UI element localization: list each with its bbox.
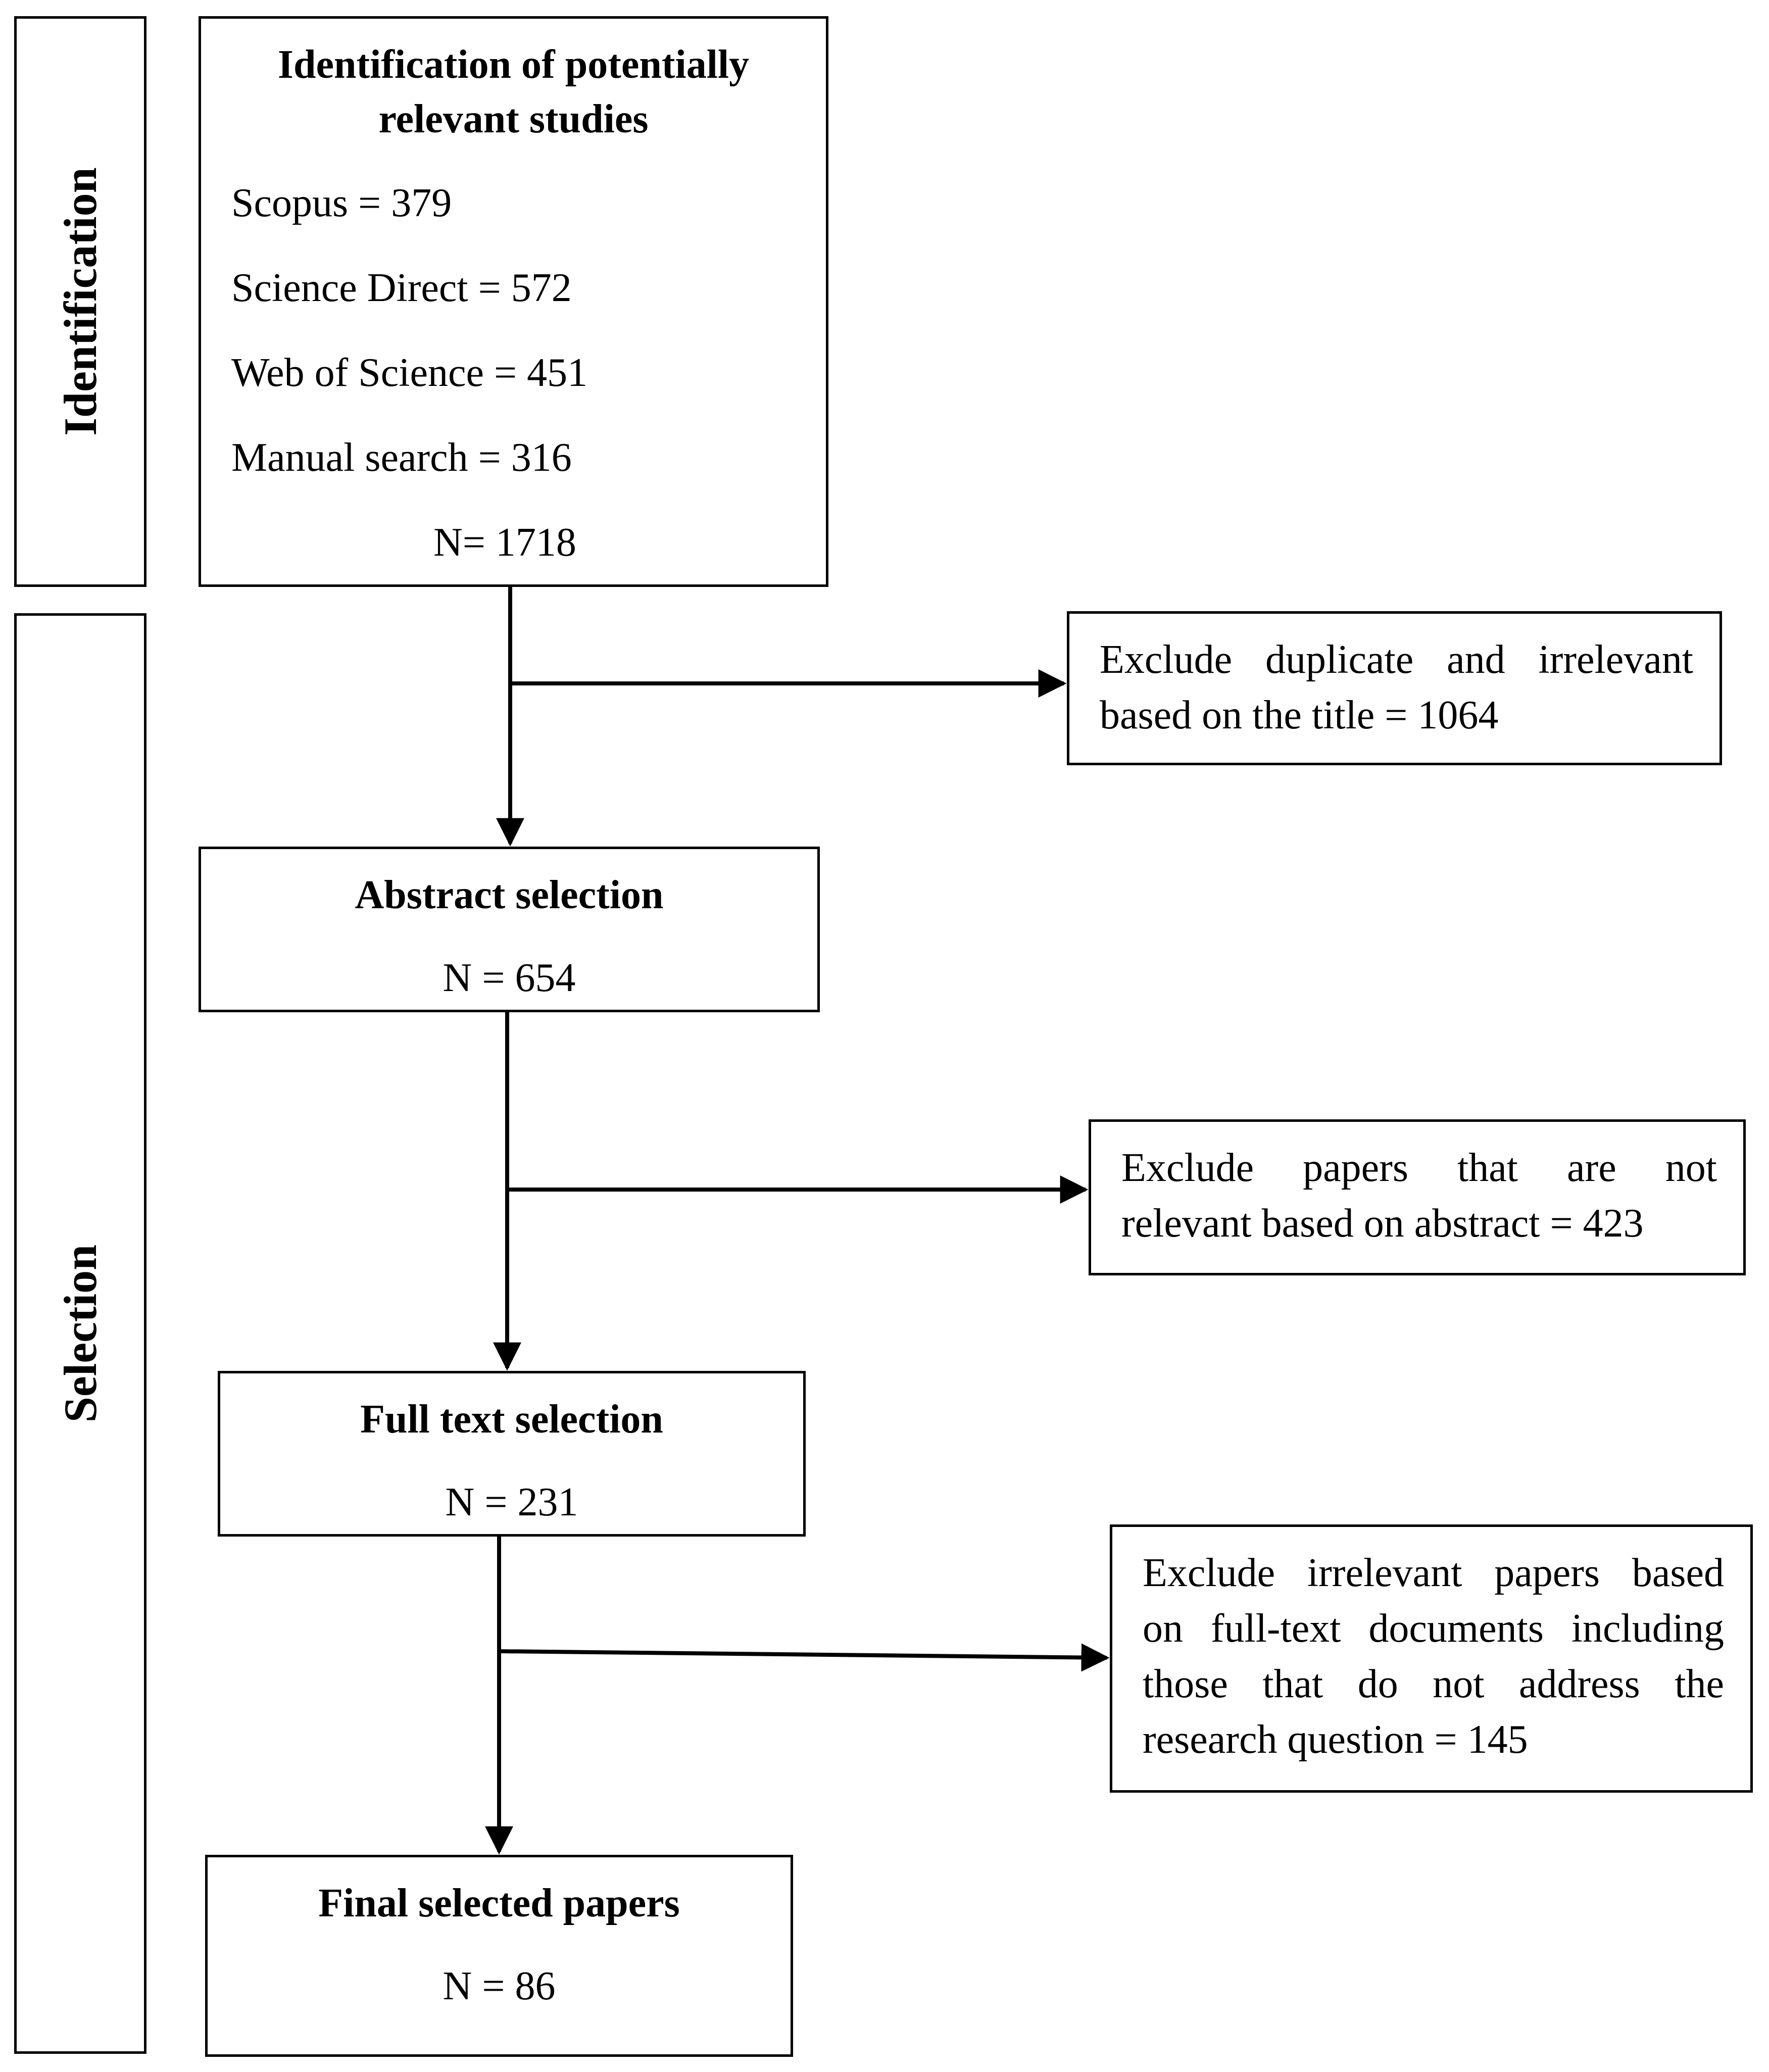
final-selected-title: Final selected papers [318,1881,680,1926]
exclusion-box-title: Exclude duplicate and irrelevant based o… [1067,611,1722,765]
source-science-direct: Science Direct = 572 [231,266,572,310]
exclusion-box-abstract: Exclude papers that are not relevant bas… [1089,1119,1746,1275]
full-text-selection-title: Full text selection [360,1397,663,1442]
exclusion-full-text-line3: those that do not address the [1143,1662,1724,1706]
source-scopus: Scopus = 379 [231,181,452,225]
source-web-of-science: Web of Science = 451 [231,351,588,395]
exclusion-box-full-text: Exclude irrelevant papers based on full-… [1110,1524,1753,1793]
exclusion-title-line2: based on the title = 1064 [1100,693,1499,737]
abstract-selection-box: Abstract selection N = 654 [199,847,820,1012]
abstract-selection-count: N = 654 [443,956,576,1000]
identification-title-line2: relevant studies [378,97,649,141]
exclusion-full-text-line2: on full-text documents including [1143,1606,1724,1651]
final-selected-count: N = 86 [443,1964,556,2008]
full-text-selection-box: Full text selection N = 231 [218,1371,806,1537]
identification-total: N= 1718 [433,520,576,565]
abstract-selection-title: Abstract selection [355,873,664,917]
exclusion-title-line1: Exclude duplicate and irrelevant [1100,637,1693,682]
arrow-to-exclusion-full-text [499,1643,1110,1672]
full-text-selection-count: N = 231 [445,1480,578,1524]
exclusion-abstract-line1: Exclude papers that are not [1121,1146,1717,1190]
source-manual-search: Manual search = 316 [231,435,572,480]
exclusion-full-text-line1: Exclude irrelevant papers based [1143,1551,1724,1595]
final-selected-box: Final selected papers N = 86 [205,1855,793,2057]
identification-title-line1: Identification of potentially [277,42,750,87]
identification-phase-bar: Identification [14,16,146,587]
exclusion-abstract-line2: relevant based on abstract = 423 [1121,1201,1644,1246]
selection-phase-bar: Selection [14,613,146,2054]
identification-box: Identification of potentially relevant s… [199,16,828,587]
exclusion-full-text-line4: research question = 145 [1143,1717,1528,1762]
